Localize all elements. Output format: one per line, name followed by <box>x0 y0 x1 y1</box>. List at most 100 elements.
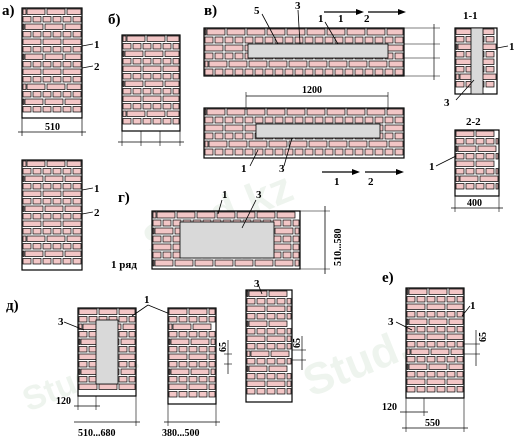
brick <box>266 343 276 350</box>
brick <box>294 227 300 235</box>
brick <box>456 311 464 318</box>
brick <box>436 341 446 348</box>
brick <box>485 51 495 58</box>
brick <box>128 346 136 353</box>
brick <box>286 335 292 342</box>
brick <box>190 338 210 345</box>
brick <box>188 353 208 360</box>
brick <box>172 58 180 65</box>
brick <box>44 53 64 60</box>
dimension-label: 400 <box>467 198 482 209</box>
brick <box>266 358 276 365</box>
brick <box>208 361 216 368</box>
dimension-label: 510...580 <box>333 229 344 267</box>
brick <box>168 361 178 368</box>
brick <box>144 50 164 57</box>
brick <box>204 140 209 148</box>
brick-pier <box>21 159 83 271</box>
brick <box>46 83 66 90</box>
brick <box>22 198 32 205</box>
brick <box>208 391 216 398</box>
brick <box>142 65 162 72</box>
brick <box>132 73 142 80</box>
brick <box>344 116 354 124</box>
brick <box>198 361 208 368</box>
leader-line <box>131 304 149 317</box>
brick <box>286 328 292 335</box>
brick <box>32 16 42 23</box>
brick <box>366 108 386 116</box>
brick <box>324 148 334 156</box>
brick <box>32 228 42 235</box>
brick <box>364 148 374 156</box>
brick <box>426 341 436 348</box>
brick <box>22 228 32 235</box>
brick <box>166 110 180 117</box>
brick <box>246 380 266 387</box>
brick <box>485 81 495 88</box>
brick <box>128 361 136 368</box>
brick <box>62 68 82 75</box>
leader-line <box>435 155 457 167</box>
brick <box>294 259 300 267</box>
brick <box>282 219 292 227</box>
brick <box>208 308 216 315</box>
brick <box>328 60 348 68</box>
brick <box>32 168 42 175</box>
brick <box>122 110 127 117</box>
brick <box>244 116 254 124</box>
brick <box>52 16 62 23</box>
brick <box>266 28 286 36</box>
brick <box>162 65 180 72</box>
brick <box>22 91 32 98</box>
brick <box>270 350 290 357</box>
brick <box>292 235 300 243</box>
brick <box>62 38 82 45</box>
brick <box>272 243 292 251</box>
brick <box>72 46 82 53</box>
brick <box>62 190 82 197</box>
brick <box>32 183 42 190</box>
leader-line <box>81 211 94 215</box>
brick <box>406 341 416 348</box>
brick <box>22 175 25 182</box>
brick <box>475 130 495 137</box>
section-arrow-head <box>396 169 404 175</box>
brick <box>62 228 72 235</box>
brick <box>42 16 52 23</box>
brick <box>162 58 172 65</box>
brick <box>168 368 171 375</box>
brick <box>406 371 416 378</box>
brick <box>256 358 266 365</box>
brick <box>32 31 42 38</box>
brick <box>188 391 198 398</box>
brick <box>208 376 216 383</box>
brick <box>142 118 152 125</box>
brick <box>78 353 98 360</box>
brick <box>394 52 404 60</box>
brick <box>324 116 334 124</box>
brick <box>495 183 499 190</box>
brick <box>450 348 464 355</box>
brick <box>62 76 72 83</box>
section-arrow-head <box>352 169 360 175</box>
brick <box>416 386 426 393</box>
brick <box>204 116 214 124</box>
callout-label: 3 <box>254 278 260 290</box>
brick <box>274 259 294 267</box>
brick <box>52 243 62 250</box>
brick <box>32 76 42 83</box>
brick <box>485 153 495 160</box>
brick <box>266 380 286 387</box>
brick <box>192 323 212 330</box>
brick <box>246 298 256 305</box>
brick <box>246 358 256 365</box>
brick <box>118 376 128 383</box>
brick <box>326 28 346 36</box>
brick <box>324 68 334 76</box>
brick <box>228 140 248 148</box>
brick <box>246 320 249 327</box>
brick <box>52 213 62 220</box>
dimension-label: 510 <box>45 122 60 133</box>
brick <box>168 331 178 338</box>
